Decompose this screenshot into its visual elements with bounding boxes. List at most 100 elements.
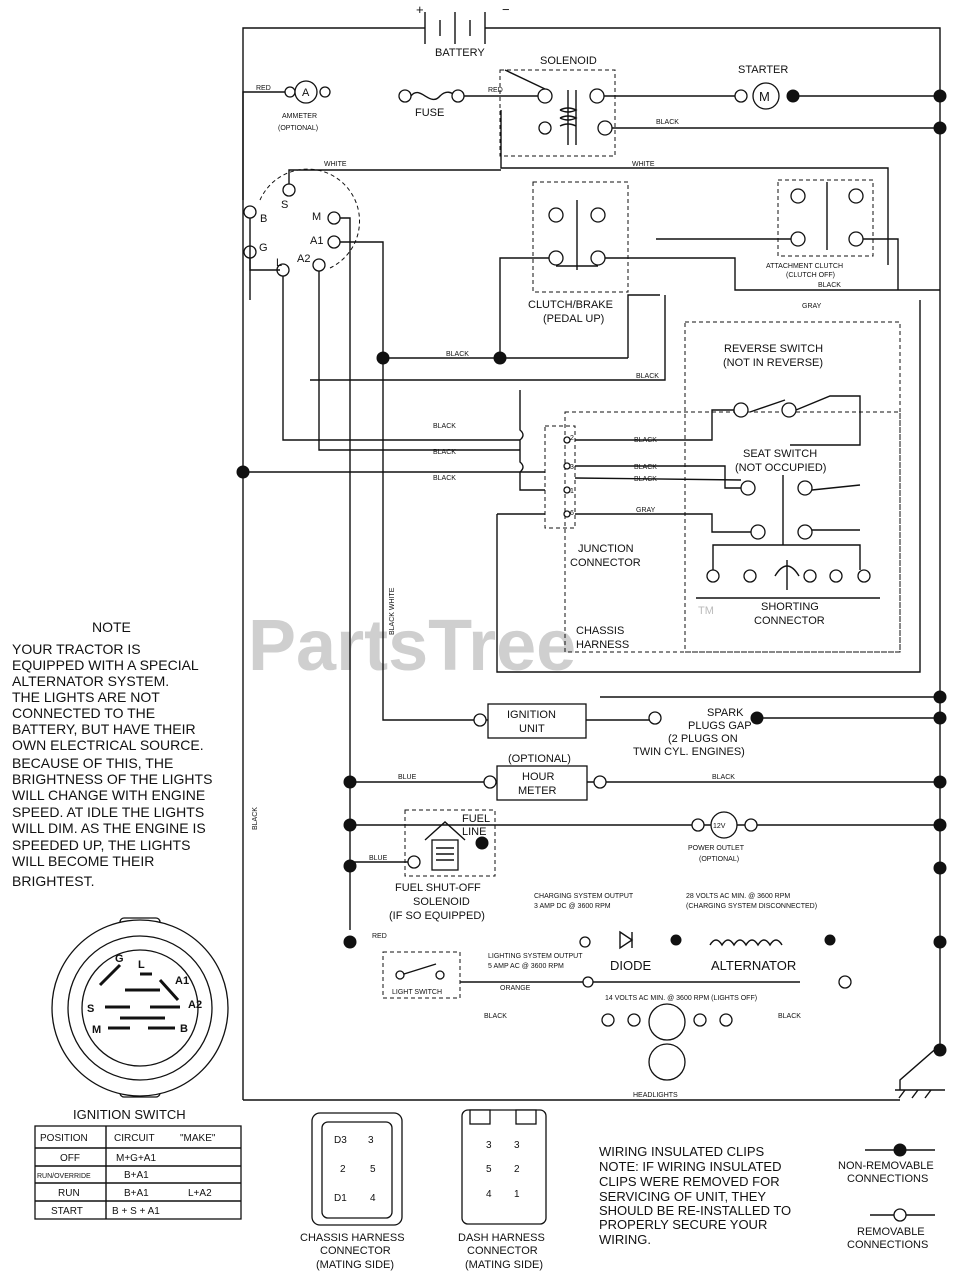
dash-connector-label-2: CONNECTOR <box>467 1245 538 1257</box>
wire-label-blue-2: BLUE <box>369 855 388 862</box>
chassis-harness-label: CHASSIS <box>576 625 624 637</box>
light-switch-label: LIGHT SWITCH <box>392 989 442 996</box>
volts-28-1: 28 VOLTS AC MIN. @ 3600 RPM <box>686 893 790 900</box>
note-line-10: SPEED. AT IDLE THE LIGHTS <box>12 804 204 820</box>
seat-switch-sublabel: (NOT OCCUPIED) <box>735 462 826 474</box>
wire-label-gray-2: GRAY <box>636 507 656 514</box>
solenoid-label: SOLENOID <box>540 55 597 67</box>
wire-label-black-8: BLACK <box>433 475 456 482</box>
legend-removable-symbol <box>893 1208 907 1222</box>
chassis-pin-d1: D1 <box>334 1193 347 1204</box>
note-line-12: SPEEDED UP, THE LIGHTS <box>12 837 190 853</box>
note-line-7: BECAUSE OF THIS, THE <box>12 755 173 771</box>
fuel-solenoid-label-3: (IF SO EQUIPPED) <box>389 910 485 922</box>
clips-note-6: WIRING. <box>599 1232 651 1247</box>
table-row-2-circuit: B+A1 <box>124 1188 149 1199</box>
ignition-switch-title: IGNITION SWITCH <box>73 1107 186 1122</box>
legend: NON-REMOVABLE CONNECTIONS REMOVABLE CONN… <box>838 1143 935 1251</box>
dash-connector-label-3: (MATING SIDE) <box>465 1259 543 1271</box>
seat-switch-label: SEAT SWITCH <box>743 448 817 460</box>
fuel-line-label-2: LINE <box>462 826 486 838</box>
ignition-switch-icon: G L A1 S A2 M B <box>51 917 229 1098</box>
battery-minus: − <box>502 2 510 17</box>
alternator-section: CHARGING SYSTEM OUTPUT 3 AMP DC @ 3600 R… <box>343 893 947 1099</box>
chassis-connector-label-3: (MATING SIDE) <box>316 1259 394 1271</box>
volts-28-2: (CHARGING SYSTEM DISCONNECTED) <box>686 903 817 910</box>
clutch-brake-label: CLUTCH/BRAKE <box>528 299 613 311</box>
chassis-harness-connector: D3 3 2 5 D1 4 CHASSIS HARNESS CONNECTOR … <box>300 1112 405 1271</box>
clips-note-3: SERVICING OF UNIT, THEY <box>599 1189 766 1204</box>
watermark-tm: TM <box>698 605 714 617</box>
fuel-solenoid: FUEL LINE BLUE FUEL SHUT-OFF SOLENOID (I… <box>343 809 947 922</box>
junction-pin-1: 1 <box>570 488 574 495</box>
spark-label-4: TWIN CYL. ENGINES) <box>633 746 745 758</box>
ammeter-optional: (OPTIONAL) <box>278 125 318 132</box>
attachment-clutch-label: ATTACHMENT CLUTCH <box>766 263 843 270</box>
wire-label-black-7: BLACK <box>433 449 456 456</box>
table-row-3-position: START <box>51 1206 83 1217</box>
wire-label-black-ac: BLACK <box>818 282 841 289</box>
wire-label-black-9: BLACK <box>712 774 735 781</box>
spark-label-2: PLUGS GAP <box>688 720 752 732</box>
wire-label-black-1: BLACK <box>446 351 469 358</box>
table-header-circuit: CIRCUIT <box>114 1133 155 1144</box>
dash-pin-1a: 3 <box>486 1140 492 1151</box>
hour-meter-sublabel: METER <box>518 785 557 797</box>
starter-label: STARTER <box>738 64 788 76</box>
chassis-pin-d3: D3 <box>334 1135 347 1146</box>
chassis-pin-2: 2 <box>340 1164 346 1175</box>
ign-term-a2: A2 <box>297 253 310 265</box>
dash-harness-connector: 3 3 5 2 4 1 DASH HARNESS CONNECTOR (MATI… <box>458 1109 547 1271</box>
starter-symbol: M <box>759 89 770 104</box>
attachment-clutch-sublabel: (CLUTCH OFF) <box>786 272 835 279</box>
legend-removable-2: CONNECTIONS <box>847 1239 928 1251</box>
note-line-1: EQUIPPED WITH A SPECIAL <box>12 657 199 673</box>
attachment-clutch: ATTACHMENT CLUTCH (CLUTCH OFF) BLACK BLA… <box>310 179 899 381</box>
power-outlet-symbol: 12V <box>713 823 726 830</box>
charging-output-2: 3 AMP DC @ 3600 RPM <box>534 903 611 910</box>
ign-icon-a1: A1 <box>175 975 189 987</box>
wire-label-orange: ORANGE <box>500 985 531 992</box>
wire-label-black-6: BLACK <box>433 423 456 430</box>
clips-note: WIRING INSULATED CLIPS NOTE: IF WIRING I… <box>599 1144 791 1247</box>
hour-meter-optional: (OPTIONAL) <box>508 753 571 765</box>
note-line-11: WILL DIM. AS THE ENGINE IS <box>12 820 206 836</box>
wire-label-blue: BLUE <box>398 774 417 781</box>
chassis-connector-label-1: CHASSIS HARNESS <box>300 1232 405 1244</box>
table-row-2-make: L+A2 <box>188 1188 212 1199</box>
ammeter: A RED AMMETER (OPTIONAL) <box>242 80 331 200</box>
junction-pin-6: 6 <box>570 510 574 517</box>
clips-note-2: CLIPS WERE REMOVED FOR <box>599 1174 780 1189</box>
junction-pin-2: 2 <box>570 435 574 442</box>
wire-label-white-solenoid: WHITE <box>632 161 655 168</box>
ign-icon-g: G <box>115 953 124 965</box>
shorting-connector-sublabel: CONNECTOR <box>754 615 825 627</box>
table-header-position: POSITION <box>40 1133 88 1144</box>
note-line-2: ALTERNATOR SYSTEM. <box>12 673 169 689</box>
battery-plus: + <box>416 2 424 17</box>
clips-note-0: WIRING INSULATED CLIPS <box>599 1144 765 1159</box>
ign-icon-s: S <box>87 1003 94 1015</box>
dash-connector-label-1: DASH HARNESS <box>458 1232 545 1244</box>
chassis-pin-5: 5 <box>370 1164 376 1175</box>
ign-term-g: G <box>259 242 268 254</box>
ign-icon-l: L <box>138 959 145 971</box>
ign-term-s: S <box>281 199 288 211</box>
chassis-harness-sublabel: HARNESS <box>576 639 629 651</box>
junction-sublabel: CONNECTOR <box>570 557 641 569</box>
reverse-switch-sublabel: (NOT IN REVERSE) <box>723 357 823 369</box>
clutch-brake-sublabel: (PEDAL UP) <box>543 313 604 325</box>
dash-pin-3a: 4 <box>486 1189 492 1200</box>
spark-label-3: (2 PLUGS ON <box>668 733 738 745</box>
watermark: PartsTree <box>248 606 576 686</box>
table-row-1-circuit: B+A1 <box>124 1170 149 1181</box>
ign-icon-a2: A2 <box>188 999 202 1011</box>
wire-label-red-2: RED <box>488 87 503 94</box>
shorting-connector-label: SHORTING <box>761 601 819 613</box>
wire-label-red-3: RED <box>372 933 387 940</box>
ignition-switch-terminals: B G L A2 A1 M S WHITE <box>243 161 520 930</box>
wire-label-black-2: BLACK <box>636 373 659 380</box>
fuel-solenoid-label-2: SOLENOID <box>413 896 470 908</box>
note-line-3: THE LIGHTS ARE NOT <box>12 689 160 705</box>
note-line-4: CONNECTED TO THE <box>12 705 155 721</box>
